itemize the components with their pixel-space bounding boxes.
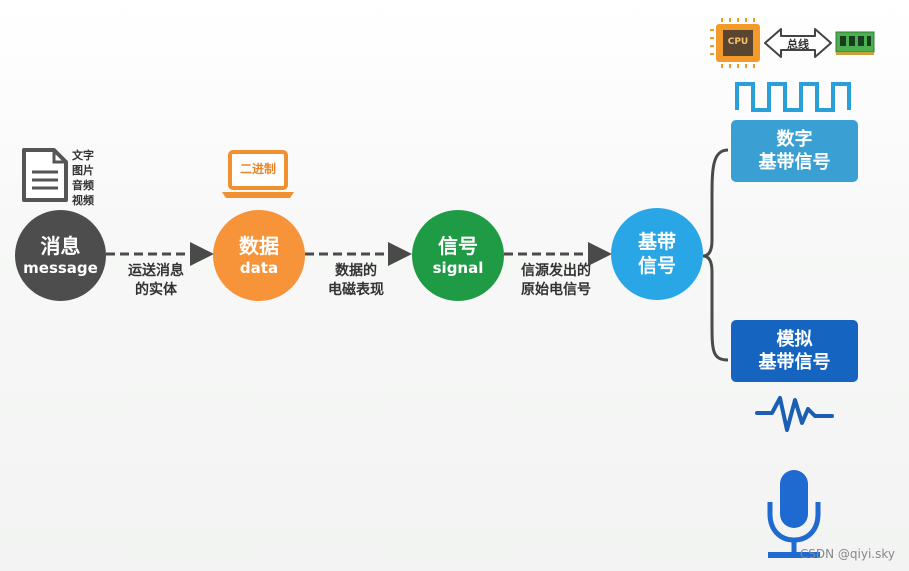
edge-caption-line: 运送消息 <box>128 263 184 279</box>
node-data-title: 数据 <box>239 233 279 258</box>
analog-baseband-line1: 模拟 <box>776 329 813 350</box>
branch-brace <box>702 148 729 362</box>
edge-caption-line: 的实体 <box>135 282 177 298</box>
node-data-sub: data <box>239 258 279 277</box>
node-data: 数据 data <box>213 210 305 301</box>
edge-caption-message-data: 运送消息 的实体 <box>118 262 194 300</box>
cpu-chip-icon <box>710 18 760 68</box>
node-message-sub: message <box>23 258 98 277</box>
node-signal-sub: signal <box>432 258 484 277</box>
edge-caption-signal-baseband: 信源发出的 原始电信号 <box>510 262 602 300</box>
digital-baseband-box: 数字 基带信号 <box>731 120 858 182</box>
node-signal: 信号 signal <box>412 210 504 301</box>
node-message: 消息 message <box>15 210 106 301</box>
node-baseband-title2: 信号 <box>637 255 676 277</box>
edge-caption-line: 电磁表现 <box>328 282 384 298</box>
node-baseband: 基带 信号 <box>611 208 703 300</box>
analog-wave-icon <box>755 396 834 432</box>
memory-module-icon <box>835 31 875 55</box>
square-wave-icon <box>735 82 851 112</box>
bus-arrow-icon <box>764 28 832 58</box>
watermark: CSDN @qiyi.sky <box>799 547 895 561</box>
analog-baseband-line2: 基带信号 <box>758 352 831 373</box>
digital-baseband-line2: 基带信号 <box>758 152 831 173</box>
document-icon <box>22 148 68 202</box>
digital-baseband-line1: 数字 <box>776 129 813 150</box>
document-type-item: 文字 <box>72 149 94 162</box>
node-signal-title: 信号 <box>438 233 478 258</box>
microphone-icon <box>767 470 821 558</box>
document-type-item: 图片 <box>72 164 94 177</box>
document-type-item: 音频 <box>72 179 94 192</box>
document-type-list: 文字 图片 音频 视频 <box>72 148 94 208</box>
bus-label: 总线 <box>787 38 809 51</box>
edge-caption-line: 原始电信号 <box>521 282 591 298</box>
laptop-icon <box>222 150 294 198</box>
document-type-item: 视频 <box>72 194 94 207</box>
edge-caption-line: 数据的 <box>335 263 377 279</box>
cpu-chip-label: CPU <box>727 37 749 47</box>
edge-caption-line: 信源发出的 <box>521 263 591 279</box>
analog-baseband-box: 模拟 基带信号 <box>731 320 858 382</box>
node-message-title: 消息 <box>40 233 81 258</box>
laptop-label: 二进制 <box>239 162 276 176</box>
edge-caption-data-signal: 数据的 电磁表现 <box>316 262 396 300</box>
node-baseband-title1: 基带 <box>637 231 676 253</box>
